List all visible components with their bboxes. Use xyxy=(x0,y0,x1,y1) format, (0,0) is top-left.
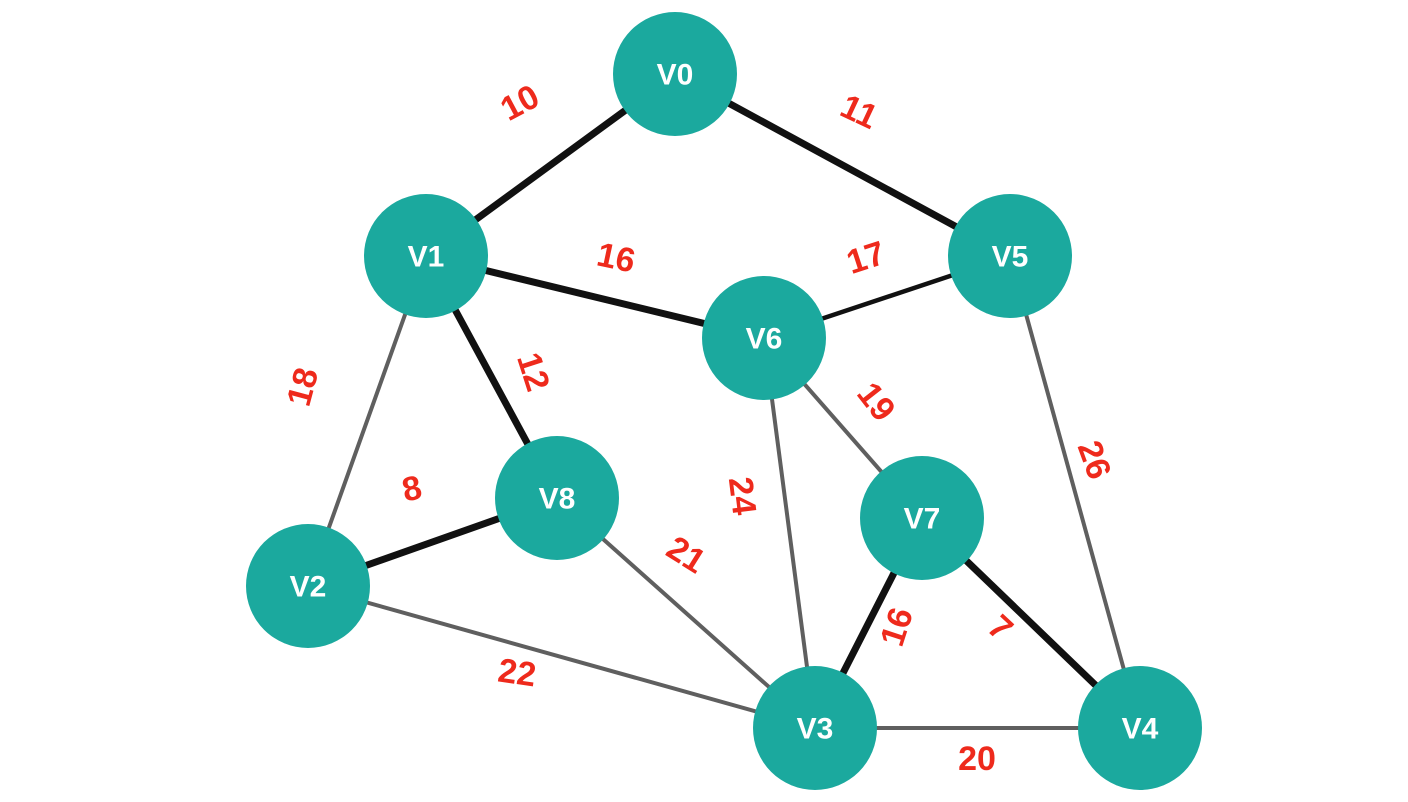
node-circle xyxy=(613,12,737,136)
node-label: V3 xyxy=(797,713,834,746)
node-circle xyxy=(364,194,488,318)
edges-layer xyxy=(304,70,1144,732)
node-label: V1 xyxy=(408,241,445,274)
node-label: V0 xyxy=(657,59,694,92)
edge-weight-v6-v7: 19 xyxy=(849,375,902,428)
node-circle xyxy=(1078,666,1202,790)
edge-v2-v3 xyxy=(306,584,817,730)
node-circle xyxy=(246,524,370,648)
node-label: V5 xyxy=(992,241,1029,274)
node-v0: V0 xyxy=(613,12,737,136)
node-circle xyxy=(702,276,826,400)
node-label: V2 xyxy=(290,571,327,604)
node-circle xyxy=(948,194,1072,318)
edge-weight-v3-v4: 20 xyxy=(958,740,996,778)
edge-weight-v1-v6: 16 xyxy=(594,235,639,280)
node-v2: V2 xyxy=(246,524,370,648)
edge-weight-v7-v4: 7 xyxy=(980,608,1020,649)
edge-weight-v6-v5: 17 xyxy=(842,234,890,282)
node-circle xyxy=(753,666,877,790)
edge-weight-v0-v1: 10 xyxy=(494,77,545,128)
node-label: V4 xyxy=(1122,713,1159,746)
node-v6: V6 xyxy=(702,276,826,400)
edge-weight-v1-v2: 18 xyxy=(280,364,326,410)
node-circle xyxy=(860,456,984,580)
edge-weight-v2-v3: 22 xyxy=(496,652,539,695)
edge-v5-v4 xyxy=(1008,254,1142,730)
edge-weight-v0-v5: 11 xyxy=(835,87,884,137)
node-v5: V5 xyxy=(948,194,1072,318)
node-label: V7 xyxy=(904,503,941,536)
edge-weight-v1-v8: 12 xyxy=(509,348,557,396)
edge-weight-v6-v3: 24 xyxy=(721,475,763,517)
node-label: V6 xyxy=(746,323,783,356)
edge-v6-v3 xyxy=(762,336,817,730)
node-v7: V7 xyxy=(860,456,984,580)
node-circle xyxy=(495,436,619,560)
edge-v0-v5 xyxy=(671,70,1014,260)
node-v1: V1 xyxy=(364,194,488,318)
node-v8: V8 xyxy=(495,436,619,560)
edge-weight-v2-v8: 8 xyxy=(399,468,425,509)
node-v4: V4 xyxy=(1078,666,1202,790)
edge-weight-v8-v3: 21 xyxy=(660,529,712,581)
edge-weight-v5-v4: 26 xyxy=(1070,436,1119,485)
node-label: V8 xyxy=(539,483,576,516)
edge-weight-v7-v3: 16 xyxy=(873,603,921,651)
node-v3: V3 xyxy=(753,666,877,790)
